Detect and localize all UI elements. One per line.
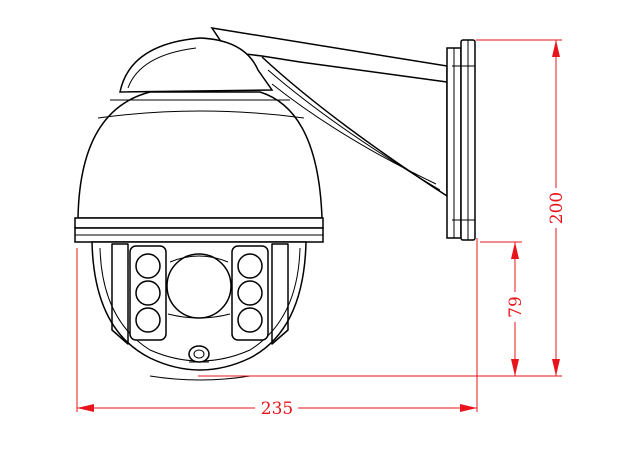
dimension-width-label: 235 [261,399,293,419]
dimension-lines [76,39,562,412]
lens [166,253,232,319]
camera-housing [74,37,324,243]
ir-led-right [237,253,263,333]
dimension-lower-height-label: 79 [506,296,526,318]
dimension-total-height-label: 200 [547,192,567,224]
light-sensor [188,345,210,363]
lower-dome [91,241,307,381]
ir-led-left [135,253,161,333]
wall-bracket [210,26,476,241]
